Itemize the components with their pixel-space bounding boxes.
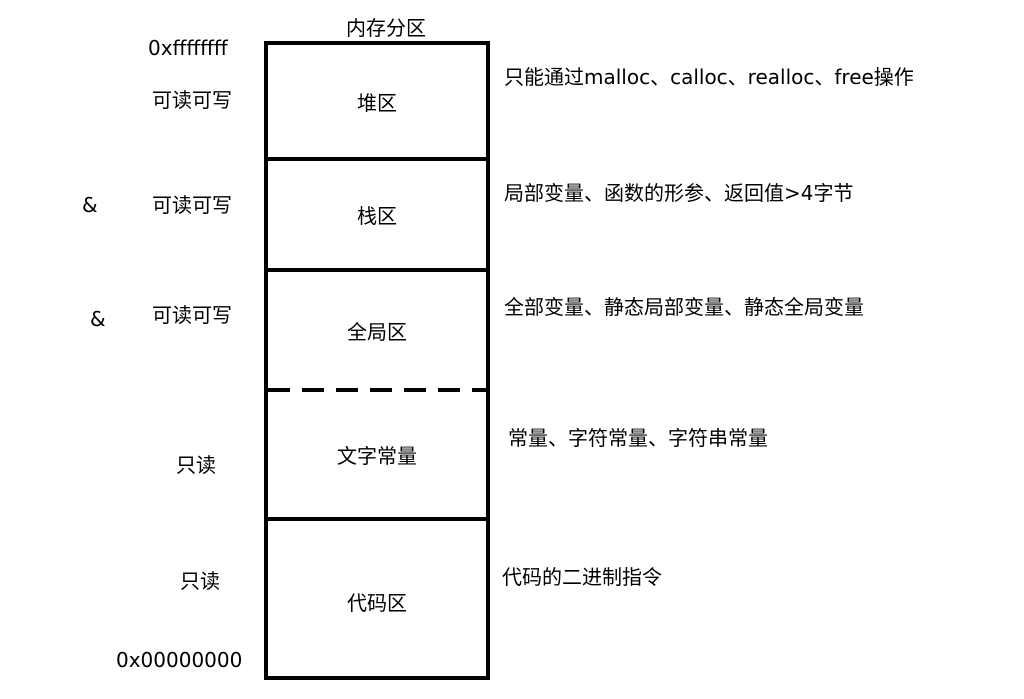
desc-heap: 只能通过malloc、calloc、realloc、free操作 — [504, 65, 914, 89]
region-global: 全局区 — [268, 272, 486, 388]
address-top: 0xffffffff — [148, 36, 228, 60]
region-label: 堆区 — [357, 90, 397, 115]
divider — [268, 268, 486, 272]
region-label: 全局区 — [347, 319, 407, 344]
desc-literal: 常量、字符常量、字符串常量 — [508, 426, 768, 450]
region-code: 代码区 — [268, 521, 486, 681]
memory-layout-box: 堆区 栈区 全局区 文字常量 代码区 — [264, 41, 490, 680]
desc-global: 全部变量、静态局部变量、静态全局变量 — [504, 295, 864, 319]
marker-global: & — [90, 307, 106, 331]
address-bottom: 0x00000000 — [116, 648, 243, 672]
access-stack: 可读可写 — [152, 193, 232, 217]
region-label: 代码区 — [347, 590, 407, 615]
desc-code: 代码的二进制指令 — [502, 565, 662, 589]
access-heap: 可读可写 — [152, 88, 232, 112]
access-literal: 只读 — [176, 453, 216, 477]
access-global: 可读可写 — [152, 303, 232, 327]
diagram-title: 内存分区 — [346, 16, 426, 40]
region-label: 栈区 — [357, 204, 397, 228]
divider — [268, 517, 486, 521]
marker-stack: & — [82, 193, 98, 217]
region-heap: 堆区 — [268, 45, 486, 157]
region-literal-constants: 文字常量 — [268, 392, 486, 517]
dashed-divider — [268, 388, 486, 392]
region-stack: 栈区 — [268, 161, 486, 268]
desc-stack: 局部变量、函数的形参、返回值>4字节 — [504, 181, 854, 205]
divider — [268, 157, 486, 161]
region-label: 文字常量 — [337, 444, 417, 468]
access-code: 只读 — [180, 569, 220, 593]
